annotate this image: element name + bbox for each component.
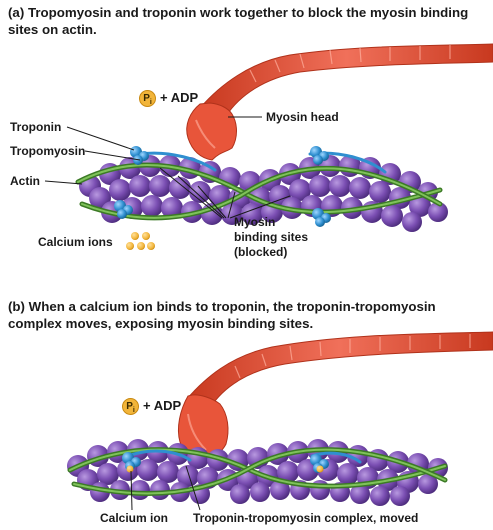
adp-label-a: + ADP [160, 90, 199, 105]
tropomyosin-strands-a [75, 151, 443, 221]
myosin-head-a [186, 102, 237, 161]
troponin-complexes-a [114, 146, 331, 227]
myosin-molecule-b [177, 331, 493, 461]
complex-moved-label: Troponin-tropomyosin complex, moved [193, 511, 419, 525]
myosin-tail-stripes-a [249, 45, 451, 83]
troponin-complexes-b [122, 452, 329, 473]
bound-calcium-ion-1 [126, 465, 134, 473]
troponin-label: Troponin [10, 120, 62, 134]
adp-label-b: + ADP [143, 398, 182, 413]
calcium-ions-cluster [126, 232, 155, 250]
myosin-tail-b [185, 331, 493, 409]
troponin-b-1 [122, 452, 141, 473]
leader-lines-b [130, 465, 201, 511]
panel-a-heading: (a) Tropomyosin and troponin work togeth… [8, 5, 469, 37]
calcium-ions-label: Calcium ions [38, 235, 113, 249]
myosin-tail-a [199, 43, 493, 117]
troponin-b-2 [310, 454, 329, 473]
actin-label: Actin [10, 174, 40, 188]
binding-sites-label: Myosin binding sites (blocked) [234, 215, 309, 259]
myosin-head-label: Myosin head [266, 110, 339, 124]
phosphate-badge-b: Pi [122, 398, 139, 415]
troponin-a-3 [114, 200, 133, 219]
troponin-a-4 [312, 208, 331, 227]
calcium-ion-label: Calcium ion [100, 511, 169, 525]
myosin-molecule-a [186, 43, 493, 161]
panel-b-heading: (b) When a calcium ion binds to troponin… [8, 299, 436, 331]
tropomyosin-label: Tropomyosin [10, 144, 86, 158]
tropomyosin-strands-b [67, 447, 448, 496]
phosphate-badge-a: Pi [139, 90, 156, 107]
leader-lines-a [44, 116, 291, 219]
bound-calcium-ion-2 [316, 465, 324, 473]
troponin-a-2 [310, 146, 329, 165]
